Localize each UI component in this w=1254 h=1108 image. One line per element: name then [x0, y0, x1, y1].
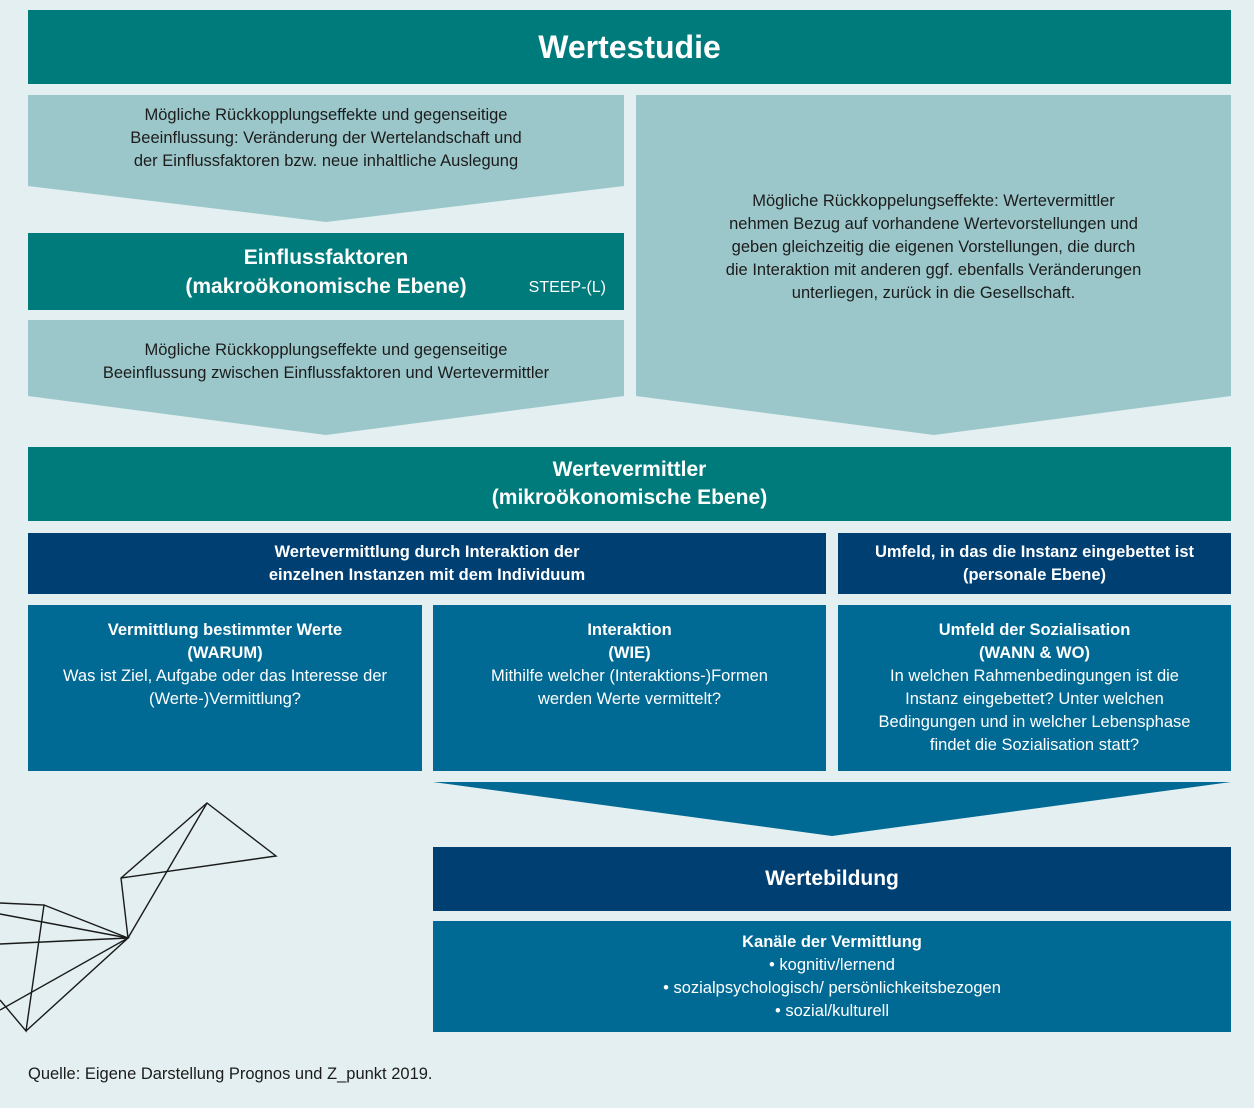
wertevermittler-subtitle: (mikroökonomische Ebene) — [491, 486, 768, 509]
wertebildung-title: Wertebildung — [765, 867, 899, 890]
cell-warum: Vermittlung bestimmter Werte (WARUM) Was… — [28, 605, 422, 771]
wertebildung-box: Wertebildung — [433, 847, 1231, 911]
header-umfeld: Umfeld, in das die Instanz eingebettet i… — [838, 533, 1231, 594]
cell-title: Vermittlung bestimmter Werte — [107, 621, 343, 639]
cell-subtitle: (WIE) — [608, 644, 651, 662]
wertevermittler-title: Wertevermittler — [552, 458, 707, 481]
text-line: Mögliche Rückkopplungseffekte und gegens… — [144, 341, 508, 359]
cell-line: findet die Sozialisation statt? — [929, 736, 1140, 754]
cell-title: Interaktion — [587, 621, 672, 639]
text-line: unterliegen, zurück in die Gesellschaft. — [791, 284, 1076, 302]
kanaele-title: Kanäle der Vermittlung — [742, 932, 922, 951]
text-line: Beeinflussung zwischen Einflussfaktoren … — [102, 364, 550, 382]
cell-line: Instanz eingebettet? Unter welchen — [905, 690, 1164, 708]
diagram-title: Wertestudie — [28, 10, 1231, 84]
header-interaktion: Wertevermittlung durch Interaktion der e… — [28, 533, 826, 594]
einflussfaktoren-subtitle: (makroökonomische Ebene) — [185, 274, 467, 298]
right-feedback-arrow — [636, 95, 1231, 435]
decorative-triangles — [0, 802, 278, 1033]
cell-line: In welchen Rahmenbedingungen ist die — [890, 667, 1179, 685]
funnel-arrow — [433, 782, 1231, 836]
cell-line: Bedingungen und in welcher Lebensphase — [878, 713, 1191, 731]
top-left-feedback-arrow — [28, 95, 624, 222]
cell-title: Umfeld der Sozialisation — [938, 621, 1131, 639]
kanaele-box: Kanäle der Vermittlung • kognitiv/lernen… — [433, 921, 1231, 1032]
cell-subtitle: (WARUM) — [187, 644, 263, 662]
cell-line: Was ist Ziel, Aufgabe oder das Interesse… — [62, 667, 388, 685]
header-line: Umfeld, in das die Instanz eingebettet i… — [874, 542, 1195, 561]
steep-tag: STEEP-(L) — [528, 279, 606, 296]
middle-left-arrow-text: Mögliche Rückkopplungseffekte und gegens… — [28, 339, 624, 385]
kanaele-item: • kognitiv/lernend — [769, 955, 895, 974]
text-line: der Einflussfaktoren bzw. neue inhaltlic… — [133, 152, 519, 170]
text-line: Mögliche Rückkopplungseffekte und gegens… — [144, 106, 508, 124]
kanaele-item: • sozialpsychologisch/ persönlichkeitsbe… — [663, 978, 1001, 997]
cell-wann-wo: Umfeld der Sozialisation (WANN & WO) In … — [838, 605, 1231, 771]
header-line: einzelnen Instanzen mit dem Individuum — [268, 565, 586, 584]
text-line: nehmen Bezug auf vorhandene Wertevorstel… — [729, 215, 1138, 233]
cell-line: Mithilfe welcher (Interaktions-)Formen — [491, 667, 768, 685]
right-arrow-text: Mögliche Rückkoppelungseffekte: Wertever… — [636, 190, 1231, 305]
header-line: Wertevermittlung durch Interaktion der — [274, 542, 580, 561]
wertevermittler-box: Wertevermittler (mikroökonomische Ebene) — [28, 447, 1231, 521]
top-left-arrow-text: Mögliche Rückkopplungseffekte und gegens… — [28, 104, 624, 173]
cell-line: (Werte-)Vermittlung? — [149, 690, 301, 708]
einflussfaktoren-box: Einflussfaktoren (makroökonomische Ebene… — [28, 233, 624, 310]
cell-line: werden Werte vermittelt? — [537, 690, 722, 708]
text-line: Mögliche Rückkoppelungseffekte: Wertever… — [752, 192, 1115, 210]
einflussfaktoren-title: Einflussfaktoren — [243, 245, 409, 269]
cell-subtitle: (WANN & WO) — [979, 644, 1090, 662]
title-text: Wertestudie — [538, 28, 721, 65]
text-line: Beeinflussung: Veränderung der Werteland… — [130, 129, 522, 147]
cell-wie: Interaktion (WIE) Mithilfe welcher (Inte… — [433, 605, 826, 771]
header-line: (personale Ebene) — [962, 565, 1107, 584]
kanaele-item: • sozial/kulturell — [775, 1001, 889, 1020]
text-line: die Interaktion mit anderen ggf. ebenfal… — [725, 261, 1142, 279]
source-note: Quelle: Eigene Darstellung Prognos und Z… — [28, 1065, 433, 1083]
text-line: geben gleichzeitig die eigenen Vorstellu… — [731, 238, 1136, 256]
middle-left-feedback-arrow — [28, 320, 624, 435]
